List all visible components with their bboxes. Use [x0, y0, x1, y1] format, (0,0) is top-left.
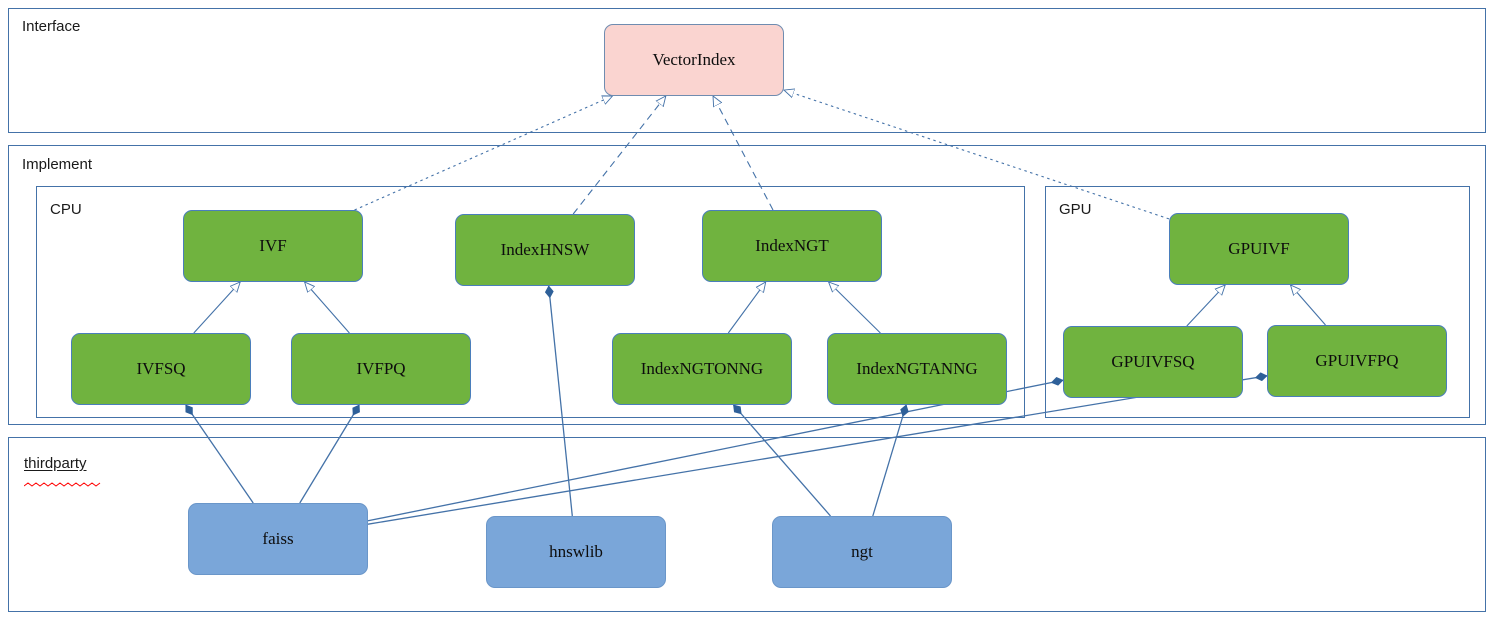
node-label-gpuivf: GPUIVF [1228, 238, 1290, 258]
node-vectorindex[interactable]: VectorIndex [604, 24, 784, 96]
node-ngt[interactable]: ngt [772, 516, 952, 588]
node-gpuivf[interactable]: GPUIVF [1169, 213, 1349, 285]
node-label-hnswlib: hnswlib [549, 541, 603, 561]
node-label-ivfpq: IVFPQ [356, 358, 406, 378]
package-label-implement: Implement [22, 156, 93, 173]
node-ivf[interactable]: IVF [183, 210, 363, 282]
node-indexngtonng[interactable]: IndexNGTONNG [612, 333, 792, 405]
node-label-indexngtonng: IndexNGTONNG [640, 358, 764, 378]
node-indexngt[interactable]: IndexNGT [702, 210, 882, 282]
node-ivfsq[interactable]: IVFSQ [71, 333, 251, 405]
package-label-interface: Interface [22, 18, 81, 35]
node-faiss[interactable]: faiss [188, 503, 368, 575]
node-label-indexhnsw: IndexHNSW [500, 239, 590, 259]
node-label-ngt: ngt [851, 541, 873, 561]
package-label-cpu: CPU [50, 201, 82, 218]
node-label-ivf: IVF [259, 235, 287, 255]
node-gpuivfpq[interactable]: GPUIVFPQ [1267, 325, 1447, 397]
node-label-faiss: faiss [262, 528, 294, 548]
node-indexngtanng[interactable]: IndexNGTANNG [827, 333, 1007, 405]
node-hnswlib[interactable]: hnswlib [486, 516, 666, 588]
node-label-ivfsq: IVFSQ [136, 358, 186, 378]
node-label-gpuivfpq: GPUIVFPQ [1315, 350, 1399, 370]
node-label-vectorindex: VectorIndex [652, 49, 736, 69]
node-ivfpq[interactable]: IVFPQ [291, 333, 471, 405]
node-label-indexngtanng: IndexNGTANNG [856, 358, 978, 378]
node-indexhnsw[interactable]: IndexHNSW [455, 214, 635, 286]
node-label-indexngt: IndexNGT [755, 235, 829, 255]
node-label-gpuivfsq: GPUIVFSQ [1111, 351, 1195, 371]
package-label-thirdparty: thirdparty [24, 455, 87, 472]
package-label-gpu: GPU [1059, 201, 1092, 218]
node-gpuivfsq[interactable]: GPUIVFSQ [1063, 326, 1243, 398]
